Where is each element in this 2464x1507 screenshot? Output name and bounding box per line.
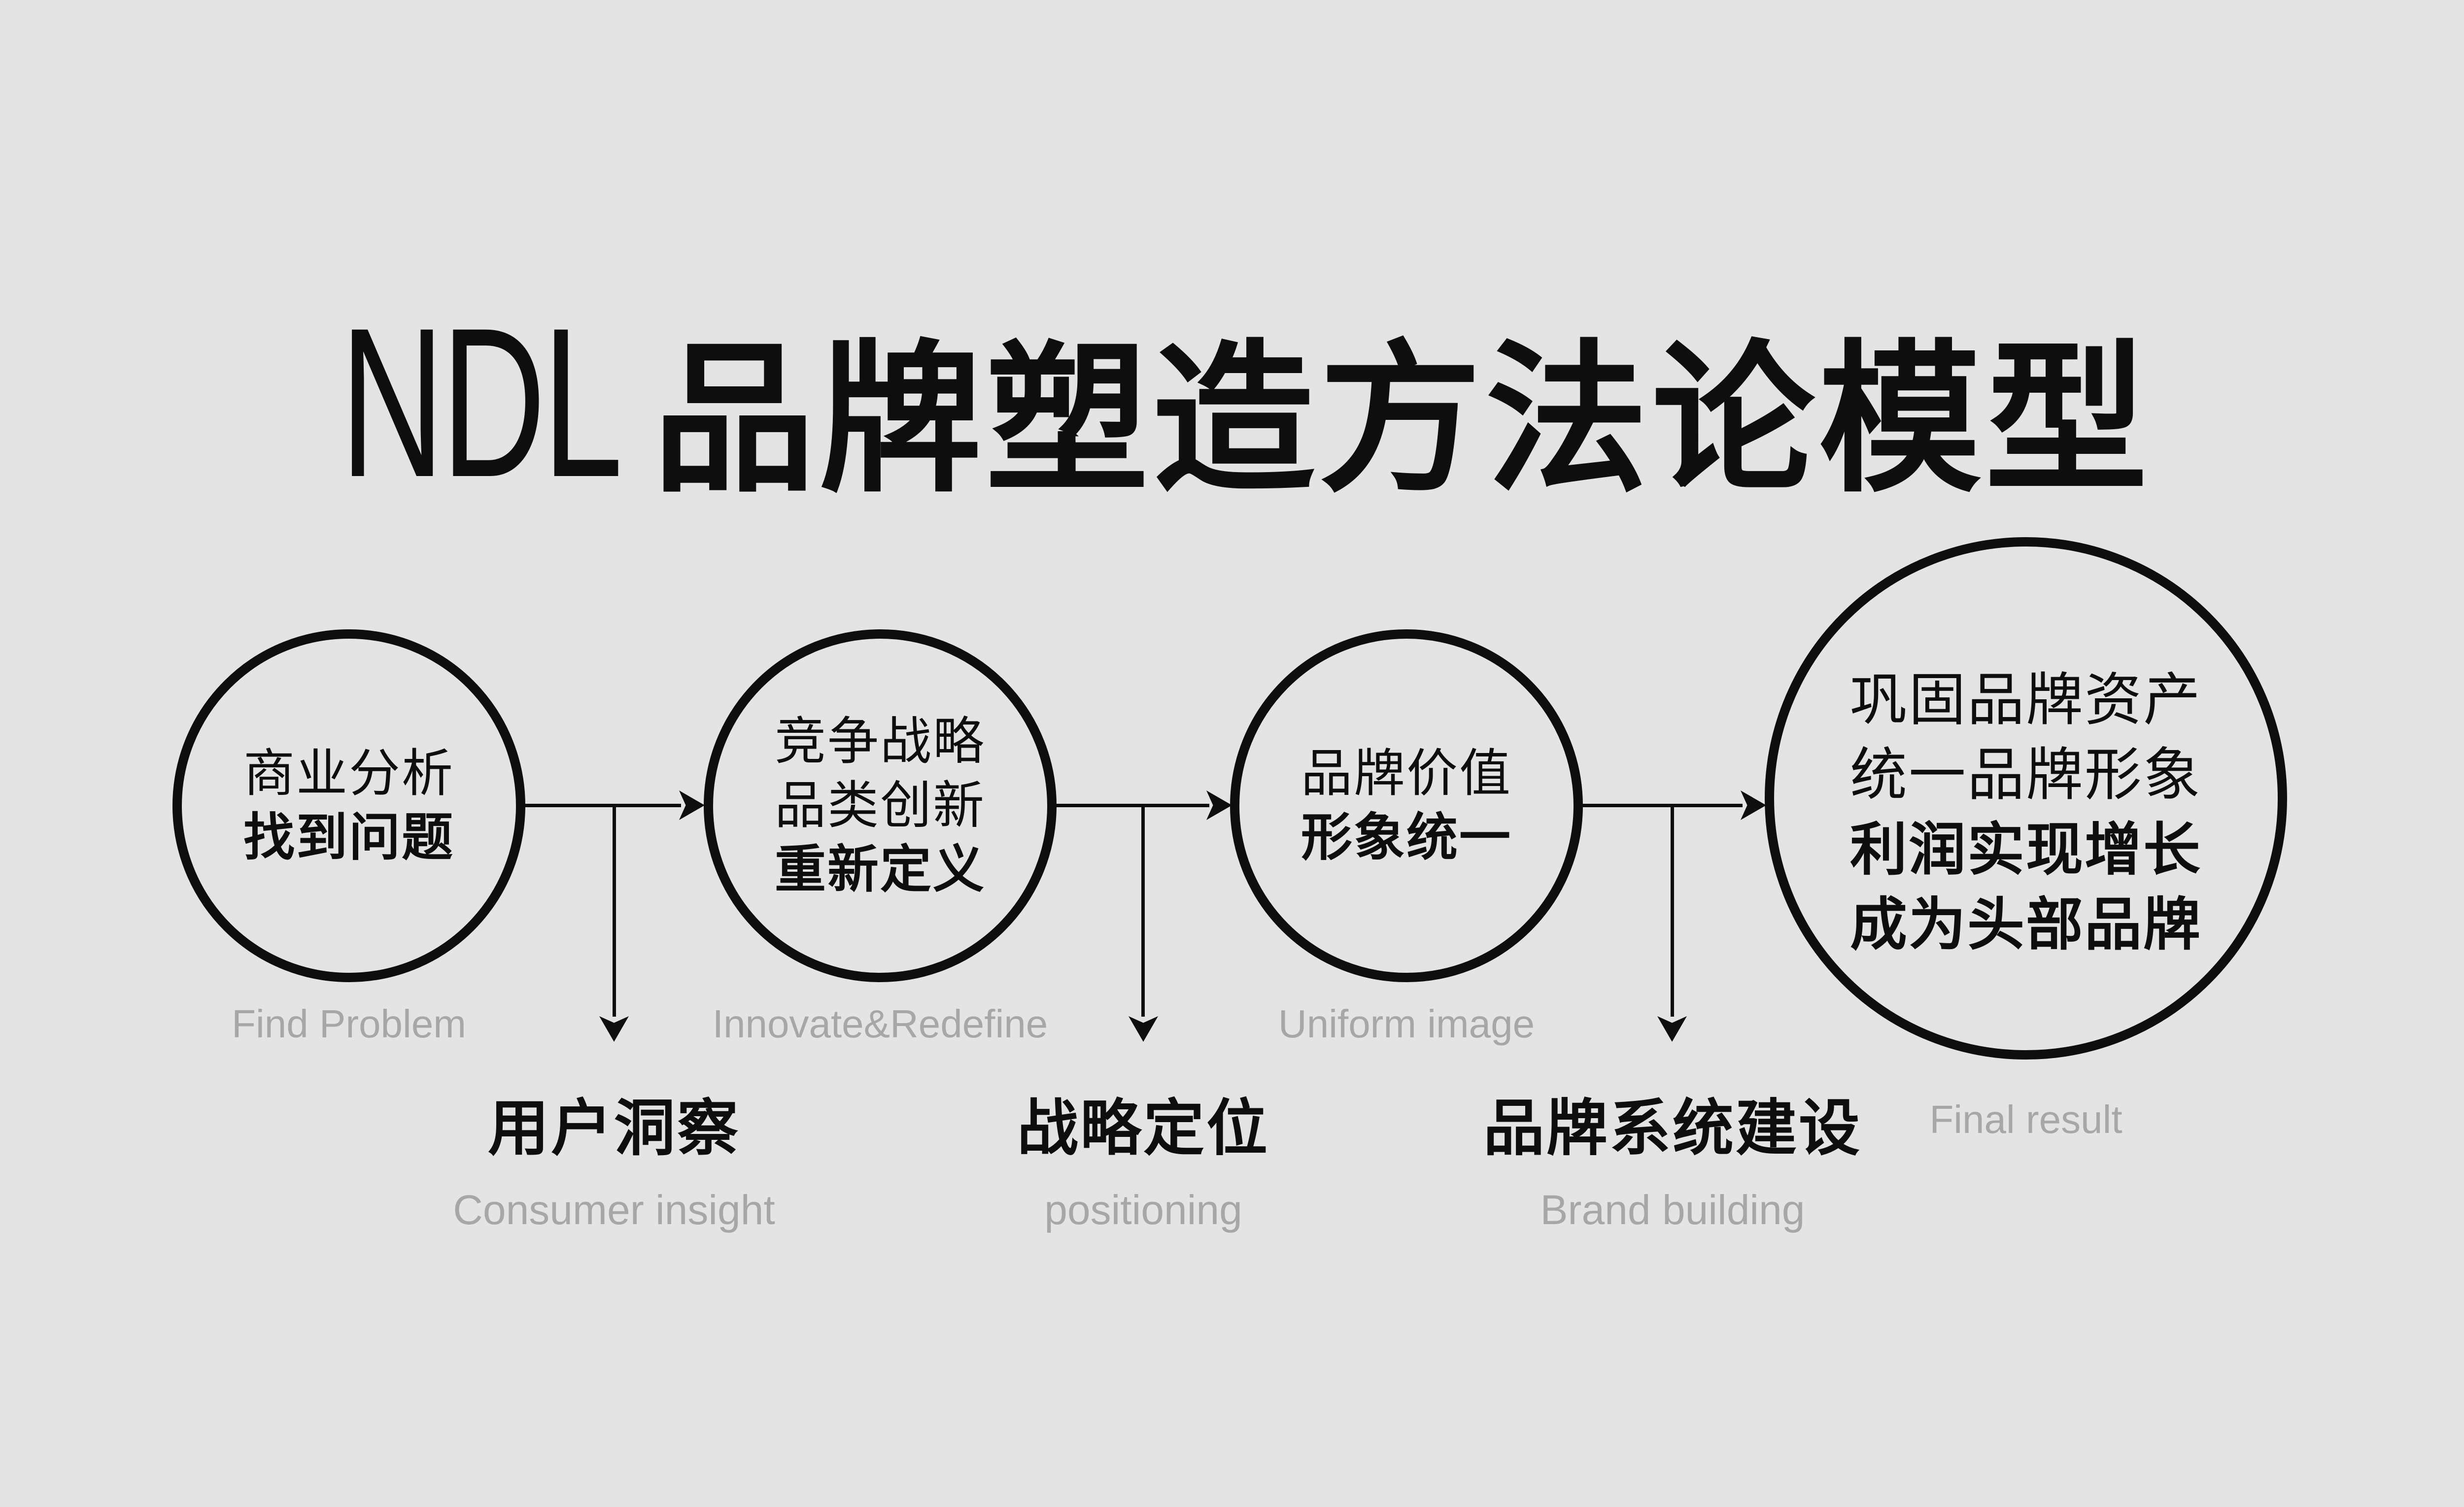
stage-line-bold: 找到问题: [243, 809, 454, 866]
page-title: NDL 品牌塑造方法论模型: [340, 296, 2152, 509]
arrow-down-icon: [1657, 1016, 1687, 1042]
connector-line-2: [1051, 804, 1209, 807]
stage-circle-business-analysis: 商业分析 找到问题: [172, 629, 525, 982]
stage-line: 品牌价值: [1300, 745, 1512, 802]
stage-text-stack: 品牌价值 形象统一: [1301, 742, 1512, 870]
stage-line: 竞争战略: [774, 713, 986, 770]
arrow-right-icon: [679, 790, 705, 820]
arrow-right-icon: [1206, 790, 1232, 820]
stage-caption-uniform-image: Uniform image: [1278, 1002, 1535, 1046]
stage-text-stack: 竞争战略 品类创新 重新定义: [775, 710, 986, 902]
connector-line-1: [518, 804, 681, 807]
branch-line-2: [1141, 804, 1145, 1017]
stage-circle-competitive-strategy: 竞争战略 品类创新 重新定义: [704, 629, 1057, 982]
connector-line-3: [1578, 804, 1743, 807]
stage-caption-innovate-redefine: Innovate&Redefine: [712, 1002, 1048, 1046]
branch-label-positioning-en: positioning: [1044, 1187, 1242, 1233]
stage-line-bold: 利润实现增长: [1850, 817, 2202, 882]
title-zh: 品牌塑造方法论模型: [652, 329, 2152, 511]
stage-caption-find-problem: Find Problem: [232, 1002, 466, 1046]
branch-line-3: [1671, 804, 1674, 1017]
stage-text-stack: 商业分析 找到问题: [243, 742, 454, 870]
stage-line: 品类创新: [774, 777, 986, 834]
branch-label-brand-building-en: Brand building: [1540, 1187, 1805, 1233]
branch-line-1: [613, 804, 616, 1017]
branch-label-consumer-insight-en: Consumer insight: [453, 1187, 775, 1233]
arrow-down-icon: [1129, 1016, 1158, 1042]
arrow-down-icon: [599, 1016, 629, 1042]
stage-text-stack: 巩固品牌资产 统一品牌形象 利润实现增长 成为头部品牌: [1850, 662, 2202, 962]
stage-caption-final-result: Final result: [1929, 1097, 2122, 1141]
stage-circle-final-result: 巩固品牌资产 统一品牌形象 利润实现增长 成为头部品牌: [1765, 537, 2287, 1060]
branch-label-brand-building-zh: 品牌系统建设: [1483, 1095, 1862, 1163]
stage-line: 统一品牌形象: [1850, 742, 2202, 807]
stage-line-bold: 成为头部品牌: [1850, 892, 2202, 957]
title-latin: NDL: [340, 283, 623, 522]
arrow-right-icon: [1741, 790, 1766, 820]
stage-line-bold: 重新定义: [774, 841, 986, 898]
stage-line: 巩固品牌资产: [1850, 667, 2202, 732]
stage-line-bold: 形象统一: [1300, 809, 1512, 866]
branch-label-positioning-zh: 战略定位: [1017, 1095, 1270, 1163]
branch-label-consumer-insight-zh: 用户洞察: [487, 1095, 741, 1163]
stage-line: 商业分析: [243, 745, 454, 802]
stage-circle-brand-value: 品牌价值 形象统一: [1230, 629, 1583, 982]
